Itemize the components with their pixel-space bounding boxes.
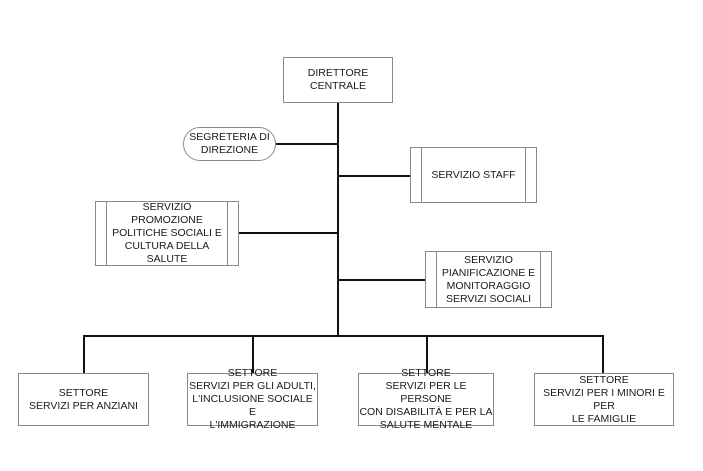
sector-adults-label: SETTORE SERVIZI PER GLI ADULTI, L'INCLUS… (189, 367, 316, 431)
sector-disability-label: SETTORE SERVIZI PER LE PERSONE CON DISAB… (359, 367, 493, 431)
sectors-bus-line (83, 335, 604, 337)
sector-minors-box[interactable]: SETTORE SERVIZI PER I MINORI E PER LE FA… (534, 373, 674, 426)
sector-1-connector (83, 335, 85, 373)
sector-2-connector (252, 335, 254, 373)
promotion-connector (239, 232, 338, 234)
main-trunk-line (337, 103, 339, 337)
sector-elderly-label: SETTORE SERVIZI PER ANZIANI (29, 386, 138, 412)
sector-disability-box[interactable]: SETTORE SERVIZI PER LE PERSONE CON DISAB… (358, 367, 494, 431)
sector-3-connector (426, 335, 428, 373)
secretariat-box[interactable]: SEGRETERIA DI DIREZIONE (183, 127, 276, 161)
staff-connector (338, 175, 410, 177)
staff-service-box[interactable]: SERVIZIO STAFF (410, 147, 537, 203)
sector-4-connector (602, 335, 604, 373)
promotion-service-box[interactable]: SERVIZIO PROMOZIONE POLITICHE SOCIALI E … (95, 201, 239, 266)
promotion-service-label: SERVIZIO PROMOZIONE POLITICHE SOCIALI E … (112, 201, 222, 265)
planning-service-label: SERVIZIO PIANIFICAZIONE E MONITORAGGIO S… (441, 253, 536, 305)
director-label: DIRETTORE CENTRALE (307, 67, 369, 92)
sector-elderly-box[interactable]: SETTORE SERVIZI PER ANZIANI (18, 373, 149, 426)
secretariat-connector (276, 143, 338, 145)
secretariat-label: SEGRETERIA DI DIREZIONE (189, 131, 270, 156)
staff-service-label: SERVIZIO STAFF (431, 168, 516, 181)
director-box[interactable]: DIRETTORE CENTRALE (283, 57, 393, 103)
sector-minors-label: SETTORE SERVIZI PER I MINORI E PER LE FA… (543, 373, 665, 425)
sector-adults-box[interactable]: SETTORE SERVIZI PER GLI ADULTI, L'INCLUS… (187, 367, 318, 431)
planning-service-box[interactable]: SERVIZIO PIANIFICAZIONE E MONITORAGGIO S… (425, 251, 552, 308)
planning-connector (338, 279, 425, 281)
